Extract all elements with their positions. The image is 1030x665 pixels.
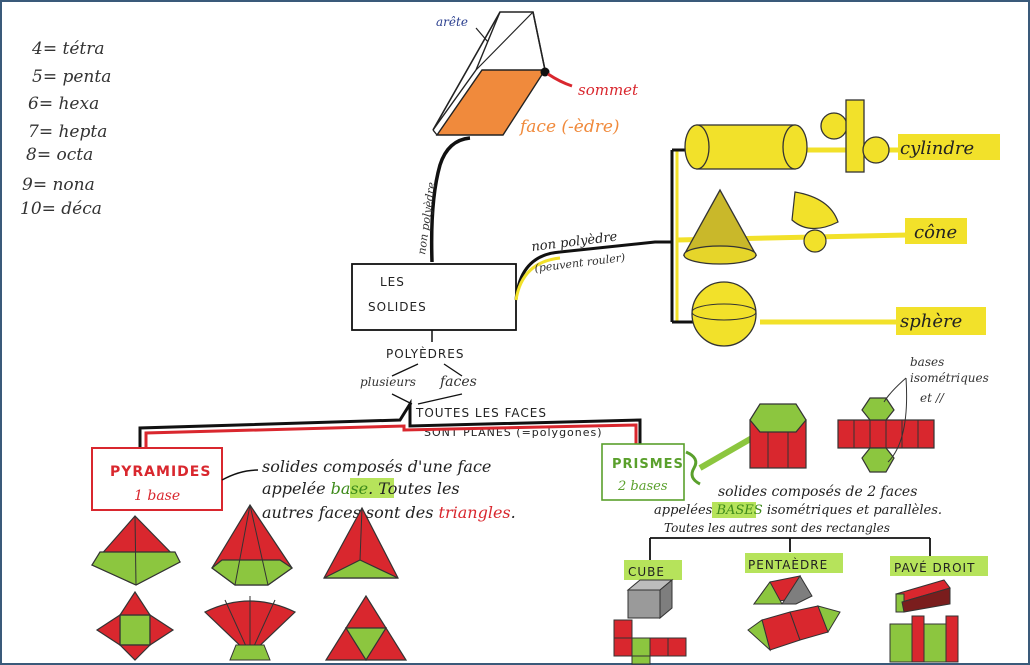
sphere-highlight	[896, 307, 986, 335]
cone-net-sector	[791, 191, 839, 230]
sphere-shape	[691, 281, 757, 347]
cone-label: cône	[914, 222, 957, 243]
sphere-row: sphère	[691, 281, 986, 347]
prismes-sub: 2 bases	[617, 479, 668, 494]
prefix-item: 7= hepta	[28, 122, 107, 142]
prefix-item: 5= penta	[32, 67, 111, 87]
polyedres-left: plusieurs	[360, 375, 416, 389]
split-bar	[138, 398, 642, 452]
bases-note-1: bases	[910, 355, 944, 369]
cone-highlight	[905, 218, 967, 244]
cylindre-label: cylindre	[900, 138, 974, 159]
pyramid-net-pentagonal	[203, 596, 297, 661]
pyramid-triangular	[322, 506, 399, 579]
prefix-item: 6= hexa	[28, 94, 99, 114]
prismes-description: solides composés de 2 faces appelées BAS…	[654, 484, 942, 535]
sommet-dot	[540, 67, 550, 77]
branch-prism-label: non polyèdre	[415, 181, 438, 256]
center-line2: SOLIDES	[368, 300, 427, 314]
face-label: face (-èdre)	[518, 117, 620, 137]
cylinder-net-rect	[845, 99, 865, 173]
pyramides-title: PYRAMIDES	[110, 464, 211, 480]
pyramid-pentagonal	[211, 503, 294, 586]
sommet-label: sommet	[578, 81, 639, 99]
cone-shape	[682, 188, 758, 256]
pave-droit-label: PAVÉ DROIT	[894, 560, 975, 575]
pyramid-net-square	[95, 590, 175, 661]
prismes-desc1: solides composés de 2 faces	[718, 484, 917, 500]
cone-row: cône	[676, 188, 967, 265]
polyedres-title: POLYÈDRES	[386, 346, 464, 361]
cylinder-net-disc	[820, 112, 848, 140]
pentaedre-label: PENTAÈDRE	[748, 557, 828, 572]
bases-note-3: et //	[920, 391, 946, 405]
cylinder-shape	[696, 124, 796, 170]
pave-droit-kind: PAVÉ DROIT	[889, 556, 988, 663]
arete-label: arête	[436, 15, 468, 29]
pyramides-description: solides composés d'une face appelée base…	[262, 457, 516, 522]
prefix-list: 4= tétra 5= penta 6= hexa 7= hepta 8= oc…	[20, 39, 111, 219]
pyramides-desc2: appelée base. Toutes les	[262, 479, 460, 498]
prefix-item: 10= déca	[20, 199, 102, 219]
prefix-item: 8= octa	[26, 145, 93, 165]
center-node: LES SOLIDES	[351, 263, 517, 331]
prismes-title: PRISMES	[612, 457, 684, 472]
polyedres-line1: TOUTES LES FACES	[415, 406, 547, 420]
bases-note: bases isométriques et //	[910, 355, 989, 405]
pyramides-sub: 1 base	[134, 488, 180, 504]
non-polyedre-branch: non polyèdre (peuvent rouler)	[514, 148, 700, 324]
pyramid-square	[91, 515, 181, 586]
cone-net-disc	[803, 229, 827, 253]
prism-illustration: arête sommet face (-èdre)	[432, 11, 639, 137]
cylindre-highlight	[898, 134, 1000, 160]
prefix-item: 9= nona	[22, 175, 95, 195]
prismes-kinds-branch	[649, 537, 931, 560]
hexagonal-prism	[749, 403, 807, 469]
sphere-label: sphère	[900, 311, 962, 332]
cylinder-row: cylindre	[684, 99, 1000, 173]
prismes-desc3: Toutes les autres sont des rectangles	[664, 521, 890, 535]
prefix-item: 4= tétra	[31, 39, 104, 59]
hexagonal-prism-net	[837, 377, 935, 473]
center-line1: LES	[380, 275, 405, 289]
pyramides-desc1: solides composés d'une face	[262, 457, 491, 476]
cube-label: CUBE	[628, 565, 665, 579]
cylinder-net-disc	[862, 136, 890, 164]
bases-note-2: isométriques	[910, 371, 989, 385]
pentaedre-kind: PENTAÈDRE	[745, 553, 843, 652]
polyedres-node: POLYÈDRES plusieurs faces TOUTES LES FAC…	[360, 330, 602, 439]
pyramides-node: PYRAMIDES 1 base	[91, 447, 259, 511]
pyramides-desc3: autres faces sont des triangles.	[262, 503, 516, 522]
pyramid-net-triangular	[324, 594, 408, 662]
prismes-desc2: appelées BASES isométriques et parallèle…	[654, 503, 942, 518]
cube-kind: CUBE	[613, 560, 687, 665]
prismes-node: PRISMES 2 bases	[601, 435, 754, 501]
polyedres-right: faces	[439, 374, 477, 390]
branch-to-prism	[429, 136, 471, 263]
